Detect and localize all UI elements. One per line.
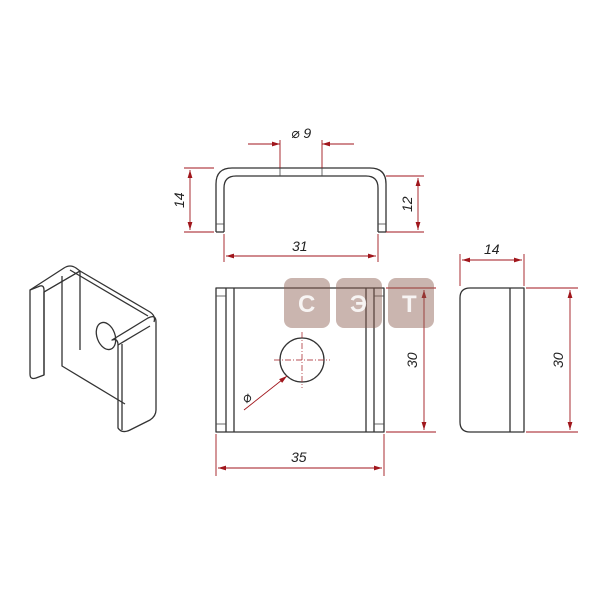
watermark-letter-3: Т	[402, 291, 417, 318]
dim-front-hole: ⌀	[238, 375, 288, 411]
svg-text:⌀ 9: ⌀ 9	[291, 125, 311, 141]
front-view: ⌀ 35 30	[215, 287, 436, 476]
dim-front-width: 35	[215, 434, 385, 476]
dim-height-left: 14	[171, 167, 214, 233]
dim-side-height-value: 30	[550, 352, 566, 368]
dim-front-height: 30	[386, 287, 436, 433]
top-view: ⌀ 9 14 12 31	[171, 125, 424, 262]
isometric-view	[29, 265, 157, 433]
dim-inner-width: 31	[223, 234, 379, 262]
watermark-logo: С Э Т	[284, 278, 434, 328]
dim-hole-diameter-value: 9	[303, 125, 311, 141]
watermark-letter-1: С	[298, 291, 315, 318]
dim-height-right-value: 12	[399, 196, 415, 212]
dim-side-width-value: 14	[484, 241, 500, 257]
dim-height-left-value: 14	[171, 192, 187, 208]
dim-hole-diameter: ⌀ 9	[248, 125, 354, 168]
dim-side-height: 30	[526, 287, 578, 433]
side-view: 14 30	[459, 241, 578, 433]
dim-side-width: 14	[459, 241, 525, 286]
dim-inner-width-value: 31	[292, 238, 308, 254]
dim-front-width-value: 35	[291, 449, 307, 465]
watermark-letter-2: Э	[350, 291, 367, 318]
dim-height-right: 12	[386, 175, 424, 233]
dim-front-height-value: 30	[404, 352, 420, 368]
